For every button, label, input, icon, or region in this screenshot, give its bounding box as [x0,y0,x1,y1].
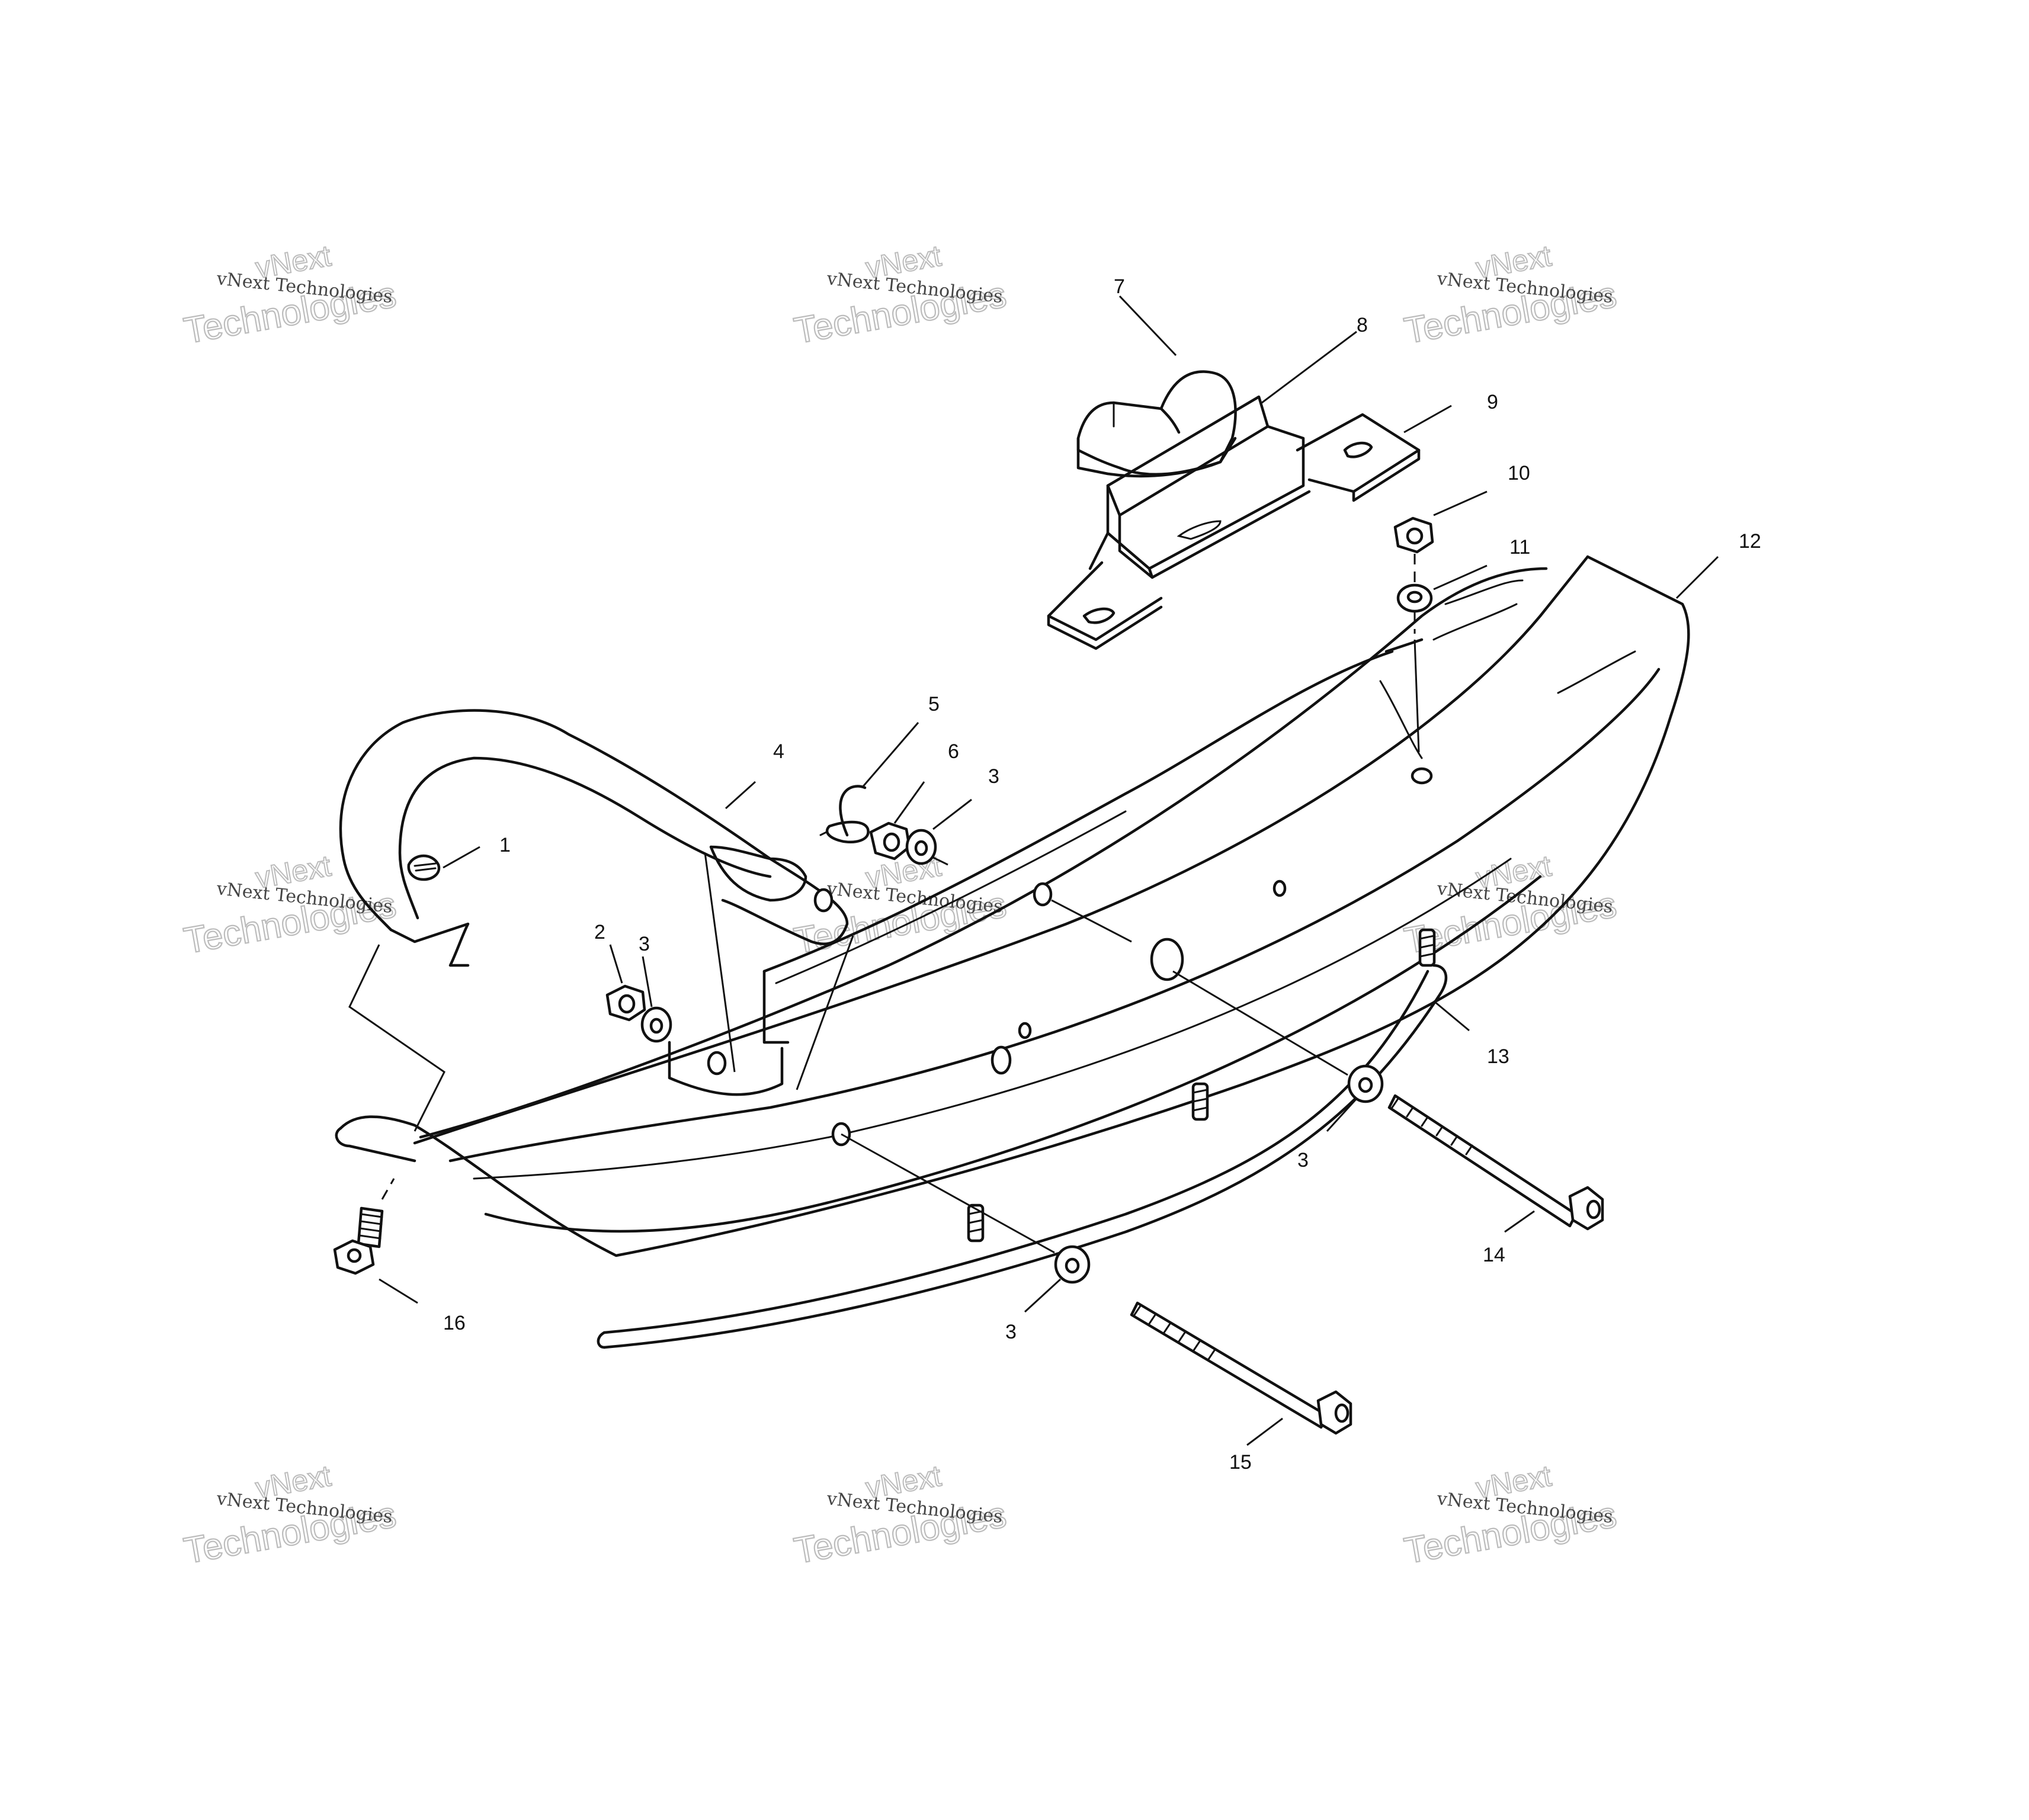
ski-hole [1411,767,1433,785]
watermarks: vNext Technologies vNext Technologies vN… [180,238,1620,1572]
watermark-top-center: vNext Technologies vNext Technologies [790,238,1010,352]
callout-4: 4 [773,740,784,763]
spindle-bushing [1076,370,1237,478]
watermark-bottom-left: vNext Technologies vNext Technologies [180,1458,400,1572]
nut [869,821,911,861]
callout-6: 6 [948,740,959,763]
ski-hole [1018,1022,1032,1039]
bolt [333,1178,395,1275]
watermark-top-right: vNext Technologies vNext Technologies [1400,238,1620,352]
callout-13: 13 [1487,1045,1509,1068]
callout-3: 3 [988,765,999,788]
callout-leaders [379,295,1719,1446]
ski-hole [707,1051,727,1076]
callout-3: 3 [639,933,650,955]
ski-hole [1150,938,1184,981]
ski-hole [1272,879,1287,897]
watermark-bottom-center: vNext Technologies vNext Technologies [790,1458,1010,1572]
ski-loop-handle [339,709,948,1132]
washer [1054,1245,1091,1284]
bolt [1387,1094,1604,1231]
watermark-mid-right: vNext Technologies vNext Technologies [1400,848,1620,962]
cotter-pin [819,785,870,844]
wear-bar [597,928,1447,1349]
ski-hole [1033,882,1053,907]
watermark-top-left: vNext Technologies vNext Technologies [180,238,400,352]
washer [1347,1064,1384,1103]
washer [1396,583,1433,613]
nut [1393,516,1434,554]
callout-15: 15 [1229,1451,1252,1474]
callout-3: 3 [1297,1149,1309,1171]
watermark-bottom-right: vNext Technologies vNext Technologies [1400,1458,1620,1572]
callout-labels: 1 2 3 4 5 6 3 7 8 9 10 11 12 13 3 14 3 1… [443,275,1761,1474]
bolt [1130,1301,1352,1435]
callout-11: 11 [1509,536,1530,558]
handle-grommet [407,854,441,881]
callout-1: 1 [499,834,511,856]
callout-5: 5 [928,693,940,715]
callout-12: 12 [1739,530,1761,553]
callout-9: 9 [1487,391,1498,413]
callout-10: 10 [1508,462,1530,484]
wear-bar-stud [1191,1082,1209,1121]
ski-hole [991,1045,1012,1075]
callout-7: 7 [1114,275,1125,298]
ski-body [335,555,1690,1257]
mount-plate [1047,413,1421,650]
callout-2: 2 [594,921,605,943]
washer [640,1006,672,1043]
callout-16: 16 [443,1312,466,1334]
callout-3: 3 [1005,1321,1017,1343]
handle-end-hole [813,888,834,913]
callout-8: 8 [1357,314,1368,336]
nut [605,984,646,1022]
saddle [1088,395,1311,579]
wear-bar-stud [967,1203,985,1243]
wear-bar-stud [1418,928,1436,967]
callout-14: 14 [1483,1244,1505,1266]
washer [905,829,937,865]
